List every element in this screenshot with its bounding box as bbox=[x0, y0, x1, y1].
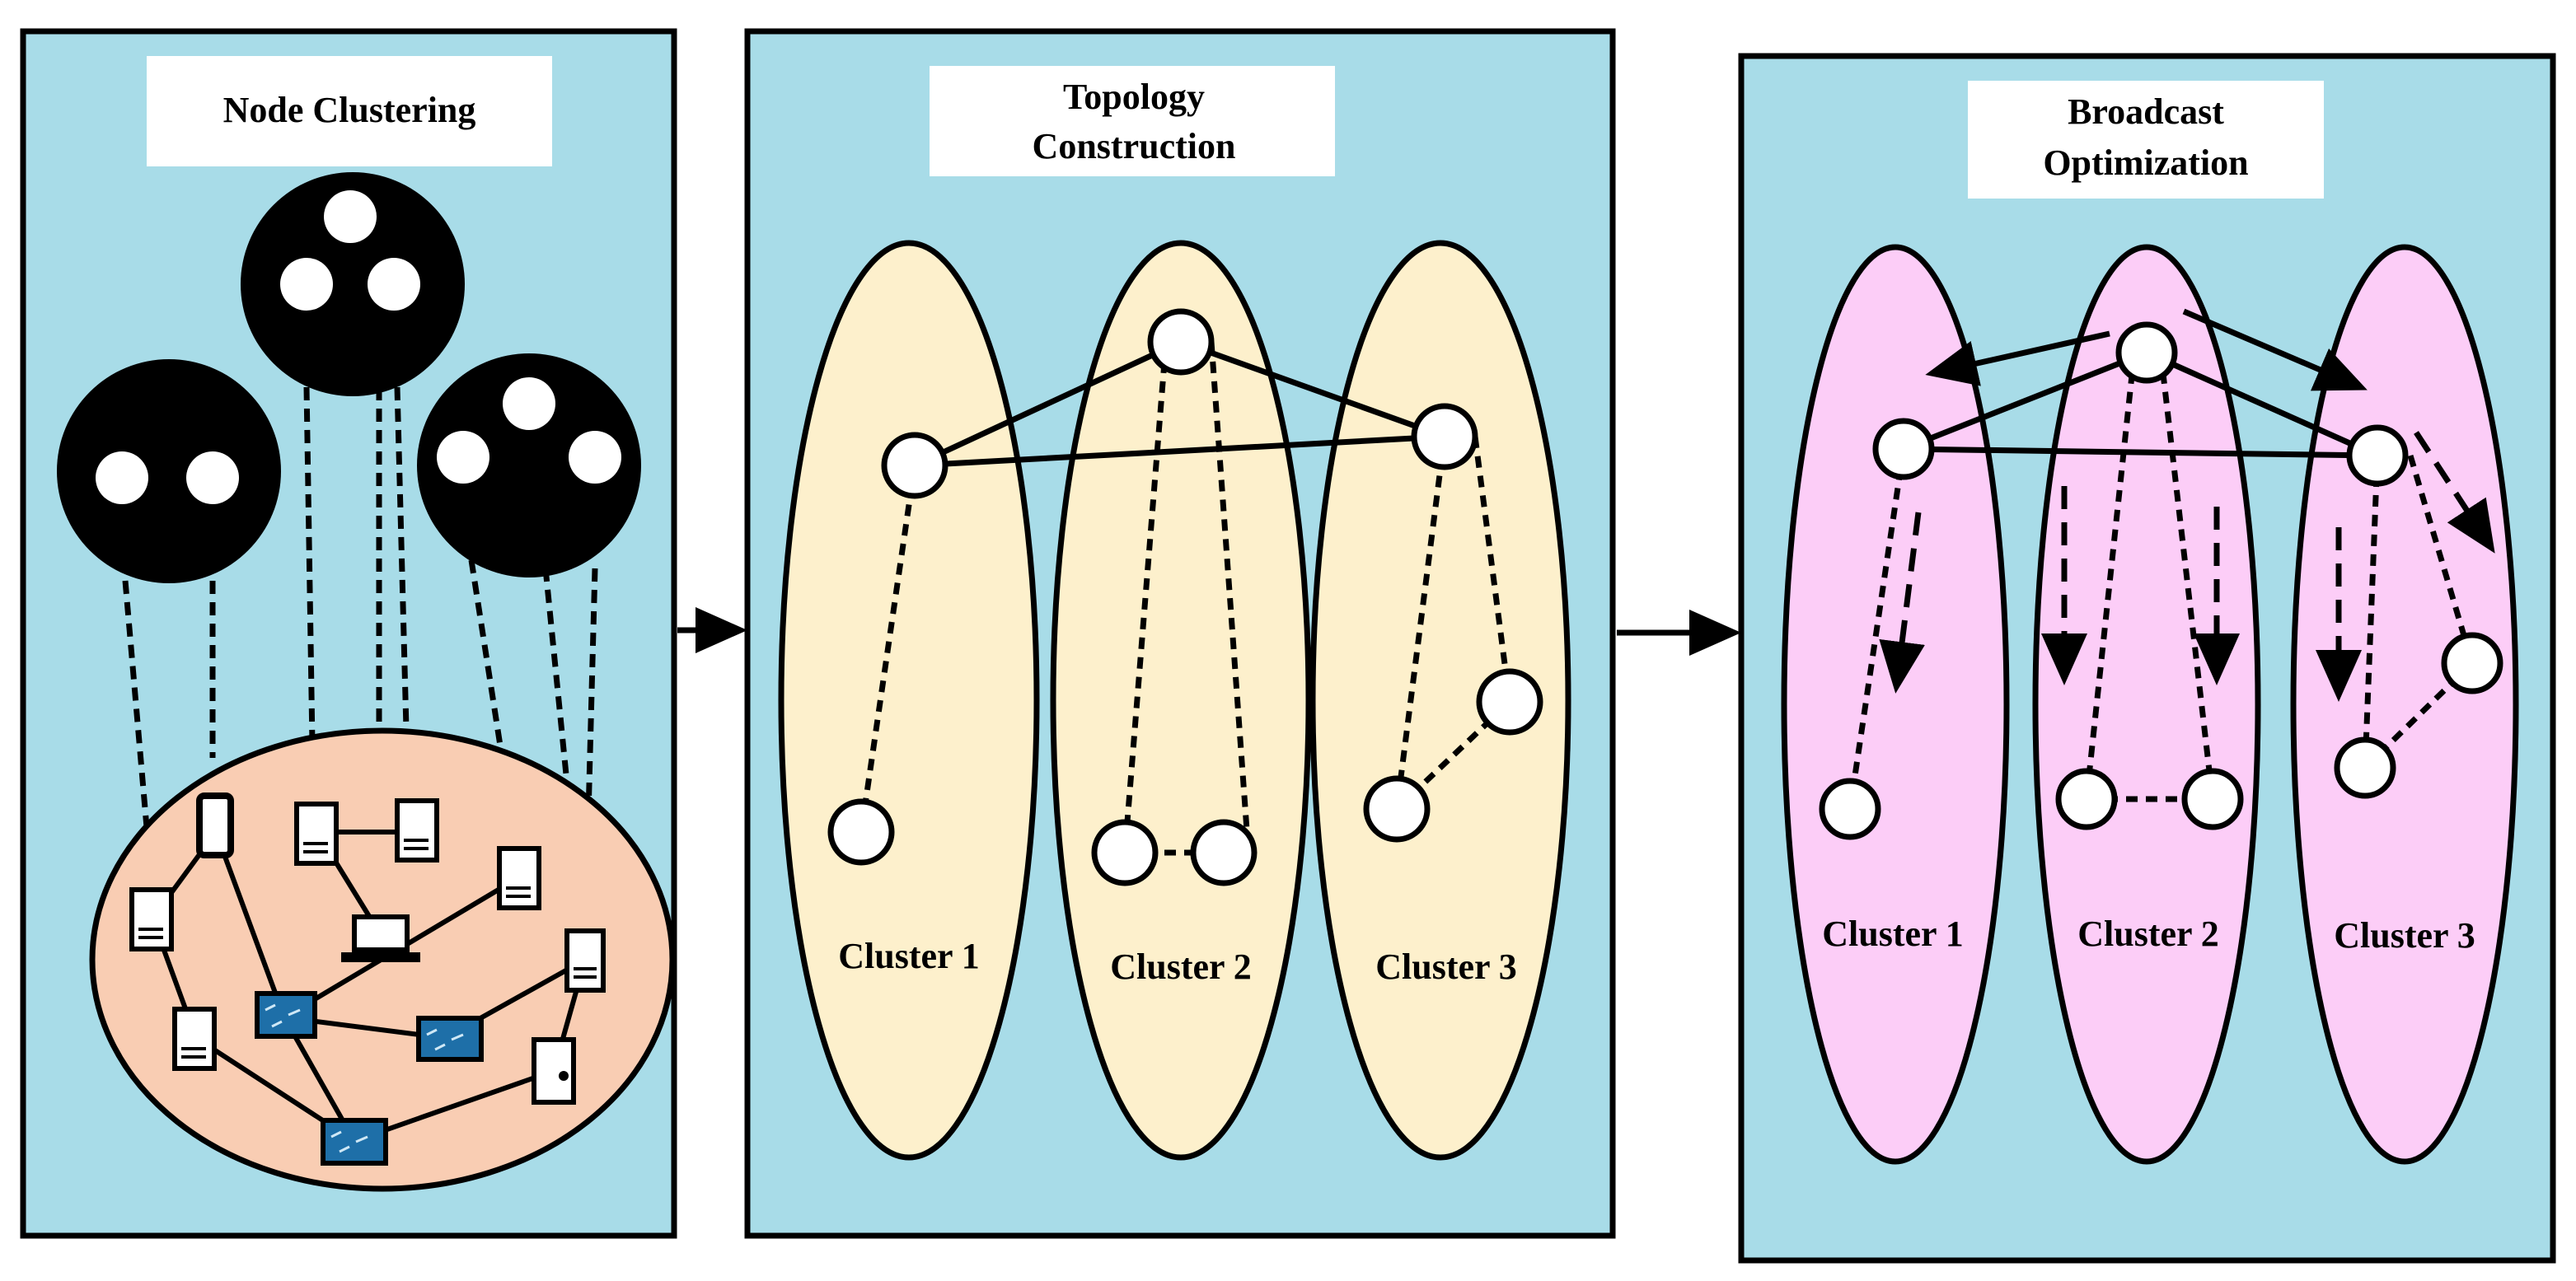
panel-2-cluster-3-label: Cluster 3 bbox=[1375, 947, 1517, 987]
phone-icon bbox=[497, 846, 541, 910]
node-circle-icon bbox=[1476, 668, 1543, 736]
cluster-ball-left bbox=[57, 359, 281, 583]
broadcast-direction-arrows bbox=[1879, 308, 2495, 702]
phone-icon bbox=[129, 887, 174, 951]
phone-icon bbox=[196, 792, 234, 858]
phone-icon bbox=[532, 1037, 576, 1105]
panel-2-title-line-2: Construction bbox=[1033, 126, 1236, 166]
cluster-1-oval bbox=[1781, 244, 2010, 1165]
arrow-icon bbox=[1925, 330, 2110, 386]
panel-3-title-line-1: Broadcast bbox=[2068, 91, 2224, 132]
panel-topology-construction: Topology Construction bbox=[744, 28, 1616, 1239]
node-circle-icon bbox=[1872, 418, 1935, 480]
node-circle-icon bbox=[368, 258, 420, 311]
node-circle-icon bbox=[2346, 424, 2409, 487]
node-circle-icon bbox=[1819, 778, 1881, 840]
node-circle-icon bbox=[1190, 819, 1258, 886]
panel-3-title-box bbox=[1968, 81, 2324, 199]
node-circle-icon bbox=[2115, 321, 2178, 384]
node-circle-icon bbox=[827, 798, 895, 866]
node-circle-icon bbox=[186, 451, 239, 504]
cluster-2-oval bbox=[1050, 240, 1312, 1161]
panel-1-title: Node Clustering bbox=[223, 90, 476, 130]
panel-broadcast-optimization: Broadcast Optimization bbox=[1738, 53, 2556, 1264]
node-circle-icon bbox=[437, 431, 489, 484]
node-circle-icon bbox=[280, 258, 333, 311]
node-circle-icon bbox=[881, 432, 948, 499]
panel-node-clustering: Node Clustering bbox=[20, 28, 677, 1239]
broadcast-nodes bbox=[1819, 321, 2503, 840]
switch-icon bbox=[321, 1118, 388, 1166]
cluster-ball-center bbox=[241, 172, 465, 396]
panel-1-title-box bbox=[147, 56, 552, 166]
arrow-icon bbox=[2182, 308, 2368, 391]
panel-3-cluster-3-label: Cluster 3 bbox=[2334, 915, 2475, 956]
node-circle-icon bbox=[503, 377, 555, 430]
node-circle-icon bbox=[2334, 736, 2396, 799]
arrow-icon bbox=[1879, 512, 1925, 694]
phone-icon bbox=[294, 802, 339, 866]
cluster-2-oval bbox=[2032, 244, 2261, 1165]
node-circle-icon bbox=[1411, 403, 1478, 470]
node-circle-icon bbox=[1363, 775, 1431, 843]
node-circle-icon bbox=[324, 190, 377, 243]
node-circle-icon bbox=[1091, 819, 1159, 886]
cluster-3-oval bbox=[1309, 240, 1571, 1161]
broadcast-solid-links bbox=[1902, 349, 2379, 459]
phone-icon bbox=[395, 798, 439, 863]
panel-3-cluster-1-label: Cluster 1 bbox=[1822, 914, 1964, 954]
phone-icon bbox=[172, 1007, 217, 1071]
node-circle-icon bbox=[2055, 768, 2118, 830]
node-circle-icon bbox=[569, 431, 621, 484]
arrow-icon bbox=[2414, 431, 2495, 554]
cluster-1-oval bbox=[778, 240, 1040, 1161]
panel-2-cluster-2-label: Cluster 2 bbox=[1110, 947, 1252, 987]
panel-2-title-line-1: Topology bbox=[1063, 77, 1205, 117]
topology-solid-links bbox=[913, 339, 1446, 469]
cluster-ball-right bbox=[417, 353, 641, 577]
node-circle-icon bbox=[96, 451, 148, 504]
panel-3-title-line-2: Optimization bbox=[2043, 143, 2248, 183]
cluster-3-oval bbox=[2290, 244, 2519, 1165]
node-circle-icon bbox=[1147, 308, 1215, 376]
topology-nodes bbox=[827, 308, 1543, 886]
node-circle-icon bbox=[2441, 632, 2503, 694]
panel-2-cluster-1-label: Cluster 1 bbox=[838, 936, 980, 976]
switch-icon bbox=[255, 991, 317, 1039]
switch-icon bbox=[416, 1016, 484, 1062]
phone-icon bbox=[564, 928, 606, 993]
laptop-icon bbox=[341, 914, 420, 962]
panel-3-cluster-2-label: Cluster 2 bbox=[2077, 914, 2219, 954]
panel-2-title-box bbox=[930, 66, 1335, 176]
node-circle-icon bbox=[2181, 768, 2244, 830]
